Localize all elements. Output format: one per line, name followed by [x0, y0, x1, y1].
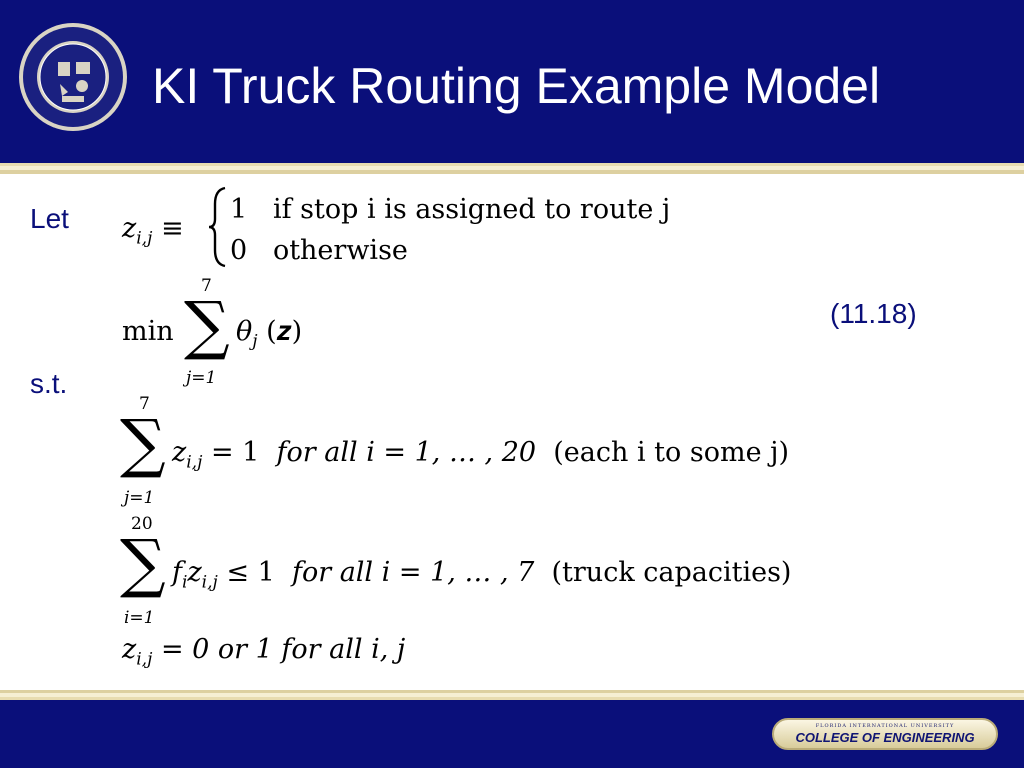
slide-title: KI Truck Routing Example Model [152, 58, 881, 114]
constraint2-upper-limit: 20 [131, 514, 153, 534]
z-variable: z [122, 213, 137, 244]
objective-min: min [122, 316, 174, 347]
case-one: 1 if stop i is assigned to route j [230, 194, 670, 225]
constraint1-lower-limit: j=1 [124, 488, 155, 508]
constraint1-note: (each i to some j) [553, 437, 790, 468]
case-one-text: if stop i is assigned to route j [272, 194, 671, 225]
theta-symbol: θ [236, 316, 253, 347]
constraint2-f: f [172, 557, 182, 588]
constraint3-text: = 0 or 1 for all i, j [160, 634, 406, 665]
objective-lower-limit: j=1 [186, 368, 217, 388]
footer-divider [0, 690, 1024, 702]
constraint1-sum-symbol: ∑ [120, 407, 166, 481]
constraint2-forall: for all i = 1, … , 7 [291, 557, 535, 588]
theta-subscript: j [252, 331, 258, 352]
case-zero-text: otherwise [272, 235, 408, 266]
badge-college-text: COLLEGE OF ENGINEERING [795, 730, 975, 745]
constraint3-expression: zi,j = 0 or 1 for all i, j [122, 634, 405, 669]
left-brace-icon [208, 186, 226, 268]
definition-lhs: zi,j ≡ [122, 213, 184, 248]
case-one-value: 1 [230, 194, 248, 225]
constraint1-rhs: = 1 [210, 437, 260, 468]
university-seal-icon [19, 23, 127, 131]
constraint2-z: z [187, 557, 202, 588]
objective-theta: θj (𝒛) [236, 316, 302, 351]
constraint2-f-subscript: i [182, 572, 188, 593]
constraint2-subscript: i,j [201, 572, 218, 593]
constraint2-lower-limit: i=1 [124, 608, 155, 628]
header-divider [0, 160, 1024, 174]
objective-argument: (𝒛) [266, 316, 303, 347]
constraint2-expression: fizi,j ≤ 1 for all i = 1, … , 7 (truck c… [172, 557, 791, 592]
constraint2-rhs: ≤ 1 [226, 557, 275, 588]
constraint3-subscript: i,j [136, 649, 153, 670]
constraint1-z: z [172, 437, 187, 468]
equation-number: (11.18) [830, 298, 917, 329]
constraint1-subscript: i,j [186, 452, 203, 473]
case-zero-value: 0 [230, 235, 248, 266]
constraint1-expression: zi,j = 1 for all i = 1, … , 20 (each i t… [172, 437, 789, 472]
constraint3-z: z [122, 634, 137, 665]
header-bar [0, 0, 1024, 160]
st-label: s.t. [30, 368, 68, 399]
objective-sum-symbol: ∑ [184, 289, 230, 363]
let-label: Let [30, 203, 69, 234]
objective-upper-limit: 7 [201, 276, 212, 296]
constraint2-note: (truck capacities) [551, 557, 792, 588]
constraint2-sum-symbol: ∑ [120, 527, 166, 601]
constraint1-forall: for all i = 1, … , 20 [276, 437, 537, 468]
case-zero: 0 otherwise [230, 235, 408, 266]
equiv-symbol: ≡ [160, 213, 184, 244]
badge-university-text: FLORIDA INTERNATIONAL UNIVERSITY [815, 723, 955, 729]
constraint1-upper-limit: 7 [139, 394, 150, 414]
z-subscript: i,j [136, 228, 153, 249]
college-badge: FLORIDA INTERNATIONAL UNIVERSITY COLLEGE… [772, 718, 998, 750]
